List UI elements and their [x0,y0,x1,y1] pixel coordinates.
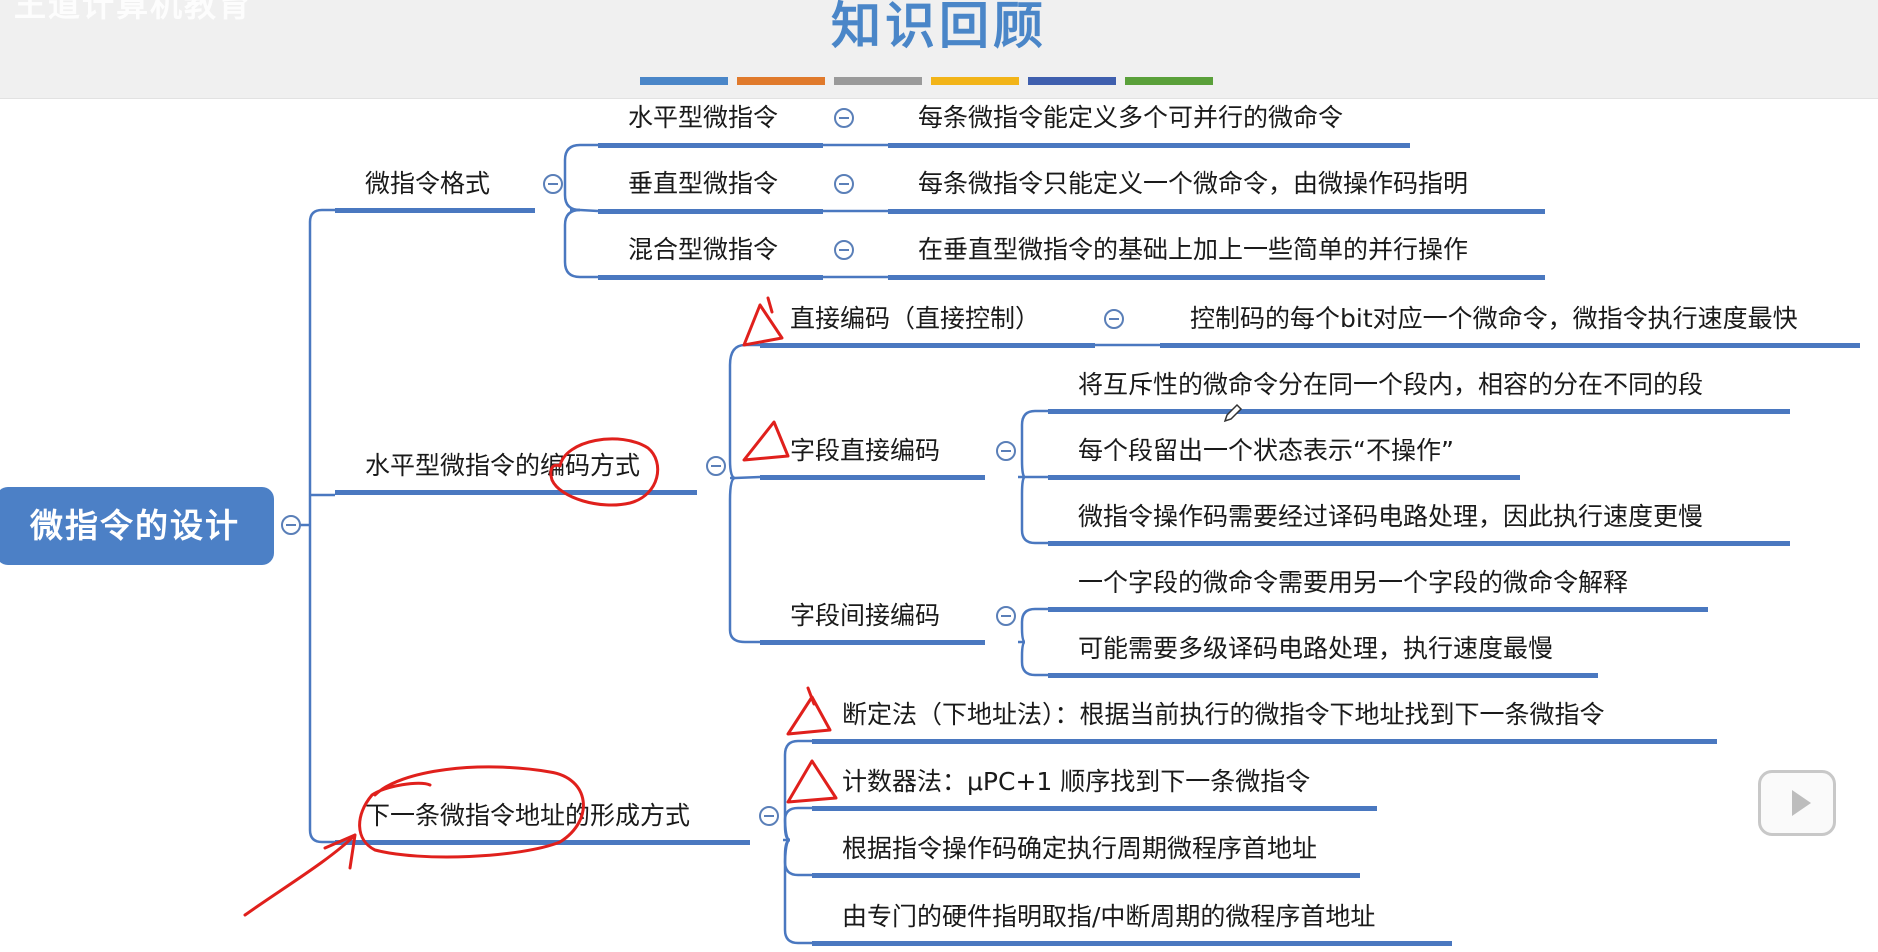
next-address-item-1[interactable]: 断定法（下地址法）：根据当前执行的微指令下地址找到下一条微指令 [842,700,1605,729]
branch-encoding-label[interactable]: 水平型微指令的编码方式 [365,451,641,480]
accent-bar [834,77,922,85]
node-underline [888,209,1545,214]
node-underline [812,941,1452,946]
collapse-toggle-icon[interactable] [996,441,1016,461]
node-underline [1048,673,1598,678]
branch-next-address-underline [335,840,750,845]
format-vertical-label[interactable]: 垂直型微指令 [628,169,779,198]
annotation-triangle [786,759,838,804]
field-direct-note-1: 将互斥性的微命令分在同一个段内，相容的分在不同的段 [1078,370,1704,399]
annotation-triangle [786,686,832,736]
branch-format-label[interactable]: 微指令格式 [365,169,491,198]
accent-bar [1028,77,1116,85]
format-horizontal-note: 每条微指令能定义多个可并行的微命令 [918,103,1344,132]
collapse-toggle-icon[interactable] [281,515,301,535]
node-underline [598,143,823,148]
node-underline [812,739,1717,744]
field-indirect-note-2: 可能需要多级译码电路处理，执行速度最慢 [1078,634,1554,663]
annotation-circle [358,765,585,859]
format-vertical-note: 每条微指令只能定义一个微命令，由微操作码指明 [918,169,1469,198]
node-underline [1048,475,1520,480]
encoding-direct-note: 控制码的每个bit对应一个微命令，微指令执行速度最快 [1190,304,1798,333]
format-mixed-label[interactable]: 混合型微指令 [628,235,779,264]
branch-format-underline [335,208,535,213]
node-underline [760,475,985,480]
annotation-circle [549,437,660,507]
accent-bar [737,77,825,85]
root-node[interactable]: 微指令的设计 [0,487,274,565]
node-underline [812,806,1377,811]
node-underline [1048,409,1790,414]
node-underline [598,275,823,280]
collapse-toggle-icon[interactable] [834,108,854,128]
node-underline [1048,541,1790,546]
collapse-toggle-icon[interactable] [1104,309,1124,329]
field-direct-note-2: 每个段留出一个状态表示“不操作” [1078,436,1454,465]
encoding-field-indirect-label[interactable]: 字段间接编码 [790,601,941,630]
node-underline [888,143,1410,148]
page-title: 知识回顾 [831,0,1047,55]
next-address-item-4[interactable]: 由专门的硬件指明取指/中断周期的微程序首地址 [842,902,1376,931]
accent-bar [640,77,728,85]
pen-cursor-icon [1223,403,1243,423]
node-underline [760,343,1095,348]
watermark: 王道计算机教育 [14,0,253,24]
node-underline [1160,343,1860,348]
collapse-toggle-icon[interactable] [834,174,854,194]
collapse-toggle-icon[interactable] [759,806,779,826]
format-mixed-note: 在垂直型微指令的基础上加上一些简单的并行操作 [918,235,1469,264]
node-underline [760,640,985,645]
field-direct-note-3: 微指令操作码需要经过译码电路处理，因此执行速度更慢 [1078,502,1704,531]
accent-bar [1125,77,1213,85]
collapse-toggle-icon[interactable] [543,174,563,194]
header-bar: 王道计算机教育 知识回顾 [0,0,1878,99]
next-address-item-2[interactable]: 计数器法：μPC+1 顺序找到下一条微指令 [842,767,1311,796]
collapse-toggle-icon[interactable] [834,240,854,260]
annotation-triangle [742,420,790,462]
collapse-toggle-icon[interactable] [706,456,726,476]
annotation-triangle [742,296,784,347]
encoding-field-direct-label[interactable]: 字段直接编码 [790,436,941,465]
accent-bar [931,77,1019,85]
field-indirect-note-1: 一个字段的微命令需要用另一个字段的微命令解释 [1078,568,1629,597]
bilibili-play-icon[interactable] [1758,770,1836,836]
node-underline [1048,607,1708,612]
node-underline [598,209,823,214]
annotation-arrow [243,833,357,917]
format-horizontal-label[interactable]: 水平型微指令 [628,103,779,132]
collapse-toggle-icon[interactable] [996,606,1016,626]
branch-next-address-label[interactable]: 下一条微指令地址的形成方式 [365,801,691,830]
next-address-item-3[interactable]: 根据指令操作码确定执行周期微程序首地址 [842,834,1318,863]
node-underline [888,275,1545,280]
node-underline [812,873,1360,878]
branch-encoding-underline [335,490,697,495]
encoding-direct-label[interactable]: 直接编码（直接控制） [790,304,1041,333]
